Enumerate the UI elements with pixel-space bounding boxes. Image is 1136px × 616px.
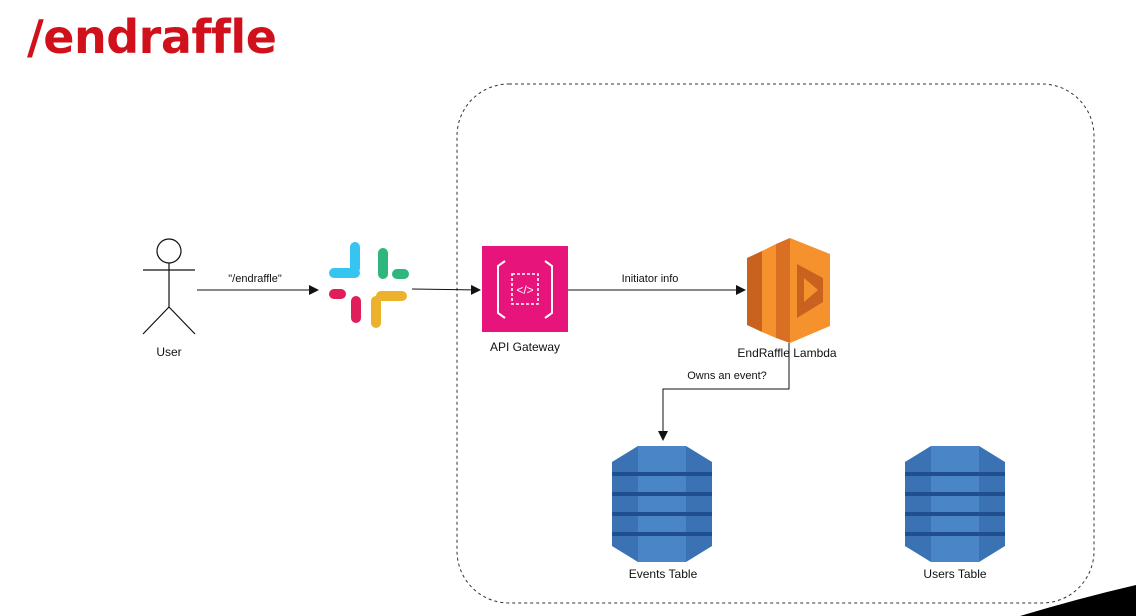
edge-label-gateway-to-lambda: Initiator info (622, 273, 679, 285)
edge-label-lambda-to-events: Owns an event? (687, 370, 767, 382)
corner-decoration (1020, 585, 1136, 616)
api-gateway-label: API Gateway (490, 340, 560, 354)
svg-text:</>: </> (516, 283, 533, 297)
events-table-label: Events Table (629, 567, 698, 581)
edge-slack-to-gateway (411, 284, 481, 295)
user-label: User (156, 345, 181, 359)
lambda-icon (747, 238, 830, 343)
edge-label-user-to-slack: "/endraffle" (228, 273, 282, 285)
lambda-label: EndRaffle Lambda (737, 346, 837, 360)
api-gateway-icon: </> (482, 246, 568, 332)
stick-figure-icon (142, 238, 196, 335)
page-title: /endraffle (27, 10, 277, 64)
aws-boundary (456, 83, 1095, 604)
dynamodb-icon (905, 446, 1005, 562)
edge-lambda-to-events (658, 343, 790, 441)
slack-logo-icon (329, 242, 409, 328)
users-table-label: Users Table (923, 567, 986, 581)
dynamodb-icon (612, 446, 712, 562)
